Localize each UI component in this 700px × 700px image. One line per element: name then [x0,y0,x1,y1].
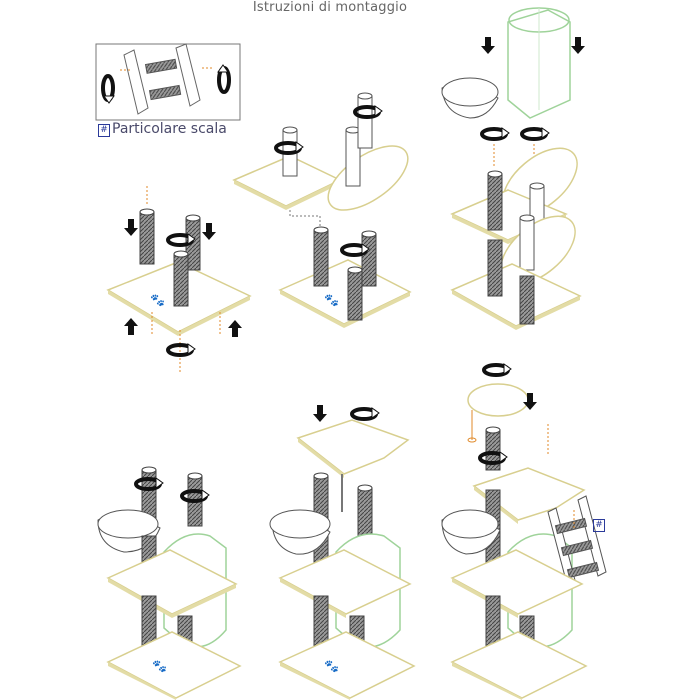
rotate-arrow-icon [216,63,231,94]
step-1: 🐾 [106,186,252,372]
up-arrow-icon [228,320,242,337]
step-3 [441,7,585,330]
down-arrow-icon [124,219,138,236]
rotate-arrow-icon [340,242,371,257]
down-arrow-icon [481,37,495,54]
paw-logo-icon: 🐾 [152,659,167,673]
rotate-arrow-icon [101,74,116,105]
rotate-arrow-icon [166,342,197,357]
down-arrow-icon [571,37,585,54]
rotate-arrow-icon [480,126,511,141]
inset-caption: #Particolare scala [98,121,227,137]
rotate-arrow-icon [520,126,551,141]
down-arrow-icon [313,405,327,422]
down-arrow-icon [202,223,216,240]
paw-logo-icon: 🐾 [324,659,339,673]
page-title: Istruzioni di montaggio [252,0,408,15]
step-5: 🐾 [269,405,416,700]
hash-marker-icon: # [98,124,110,137]
rotate-arrow-icon [482,362,513,377]
ladder-detail-inset [95,43,241,121]
step-6 [441,362,607,700]
step-2: 🐾 [232,92,412,328]
paw-logo-icon: 🐾 [324,293,339,307]
up-arrow-icon [124,318,138,335]
step-4: 🐾 [97,466,242,700]
ladder [547,495,607,589]
rotate-arrow-icon [350,406,381,421]
inset-caption-text: Particolare scala [112,121,227,137]
rotate-arrow-icon [166,232,197,247]
ladder-detail-marker: # [593,519,605,532]
paw-logo-icon: 🐾 [150,293,165,307]
